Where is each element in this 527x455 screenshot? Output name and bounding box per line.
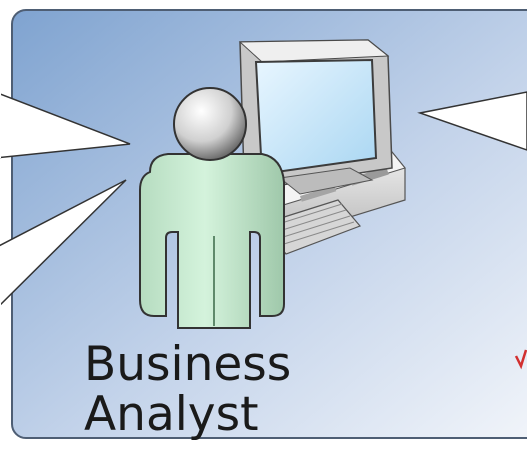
speech-callout-left-lower xyxy=(0,179,127,308)
role-label-line-1: Business xyxy=(84,337,292,392)
pointer-mark xyxy=(514,349,527,370)
speech-callout-left-upper xyxy=(0,92,131,159)
person-icon xyxy=(139,87,285,329)
role-label: Business Analyst xyxy=(84,340,291,440)
role-label-line-2: Analyst xyxy=(84,387,259,442)
speech-callout-right xyxy=(417,91,527,151)
computer-icon xyxy=(238,39,406,255)
